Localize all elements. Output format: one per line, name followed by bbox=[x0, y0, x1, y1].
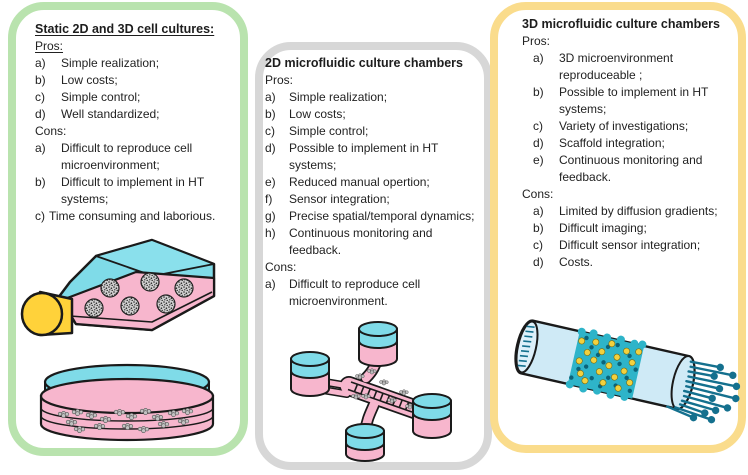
list-item: d)Costs. bbox=[533, 255, 594, 269]
fiber-bundle bbox=[666, 360, 741, 424]
list-item: f)Sensor integration; bbox=[265, 192, 390, 206]
list-item: a)Simple realization; bbox=[265, 90, 388, 104]
panel-title: 2D microfluidic culture chambers bbox=[265, 56, 463, 70]
petri-dish-illustration bbox=[39, 363, 215, 442]
microfluidic-chip-illustration bbox=[290, 321, 452, 462]
list-item: a)Limited by diffusion gradients; bbox=[533, 204, 718, 218]
pros-label: Pros: bbox=[265, 73, 294, 87]
list-item: b)Possible to implement in HT systems; bbox=[533, 85, 709, 116]
list-item: b)Difficult imaging; bbox=[533, 221, 647, 235]
list-item: b)Difficult to implement in HT systems; bbox=[35, 175, 204, 206]
list-item: h)Continuous monitoring and feedback. bbox=[265, 226, 433, 257]
list-item: d)Scaffold integration; bbox=[533, 136, 665, 150]
scaffold-tube-illustration bbox=[514, 319, 741, 424]
panel-title: 3D microfluidic culture chambers bbox=[522, 17, 720, 31]
list-item: a)Difficult to reproduce cell microenvir… bbox=[35, 141, 193, 172]
list-item: d)Possible to implement in HT systems; bbox=[265, 141, 439, 172]
list-item: c)Variety of investigations; bbox=[533, 119, 689, 133]
list-item: c)Simple control; bbox=[35, 90, 141, 104]
panel-title: Static 2D and 3D cell cultures: bbox=[35, 22, 215, 36]
list-item: c)Simple control; bbox=[265, 124, 369, 138]
cons-label: Cons: bbox=[265, 260, 297, 274]
list-item: d)Well standardized; bbox=[35, 107, 160, 121]
panel-3d-microfluidic: 3D microfluidic culture chambers Pros: a… bbox=[490, 2, 746, 453]
list-item: b)Low costs; bbox=[265, 107, 346, 121]
cons-label: Cons: bbox=[522, 187, 554, 201]
list-item: c)Time consuming and laborious. bbox=[35, 209, 216, 223]
list-item: a)Simple realization; bbox=[35, 56, 160, 70]
list-item: e)Reduced manual opertion; bbox=[265, 175, 430, 189]
pros-label: Pros: bbox=[522, 34, 551, 48]
list-item: e)Continuous monitoring and feedback. bbox=[533, 153, 703, 184]
list-item: a)3D microenvironment reproduceable ; bbox=[533, 51, 674, 82]
list-item: c)Difficult sensor integration; bbox=[533, 238, 701, 252]
cons-label: Cons: bbox=[35, 124, 67, 138]
pros-label: Pros: bbox=[35, 39, 64, 53]
list-item: a)Difficult to reproduce cell microenvir… bbox=[265, 277, 421, 308]
list-item: b)Low costs; bbox=[35, 73, 118, 87]
list-item: g)Precise spatial/temporal dynamics; bbox=[265, 209, 475, 223]
culture-flask-illustration bbox=[20, 238, 216, 337]
